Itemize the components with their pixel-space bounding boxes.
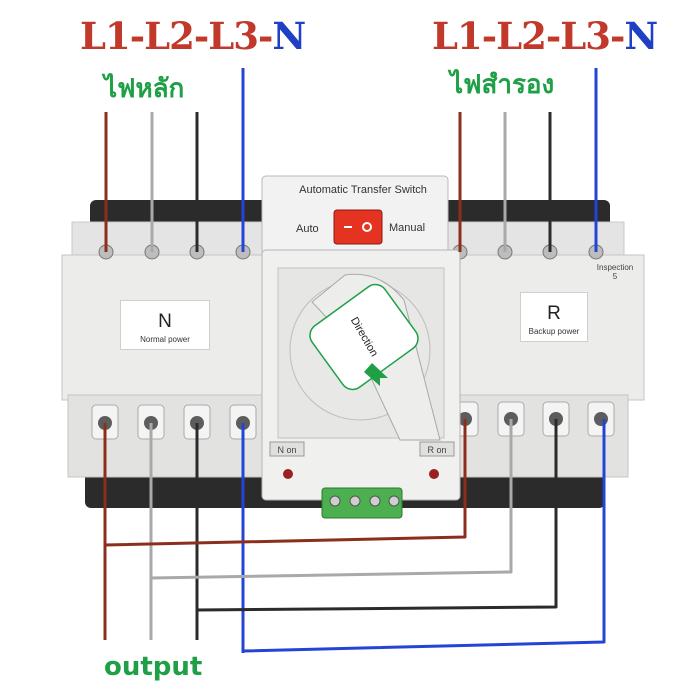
wire-l1-crosslink <box>104 419 467 547</box>
switch-ring-icon <box>362 222 372 232</box>
normal-power-caption: Normal power <box>140 335 190 344</box>
left-phase-header: L1-L2-L3-N <box>80 14 306 58</box>
bottom-terminals-left <box>91 404 257 440</box>
switch-title: Automatic Transfer Switch <box>299 184 427 196</box>
r-on-label: R on <box>427 445 446 455</box>
auto-label: Auto <box>296 223 319 235</box>
n-on-label: N on <box>277 445 296 455</box>
inspection-number: 5 <box>612 272 618 281</box>
normal-power-card: N Normal power <box>120 300 210 350</box>
wiring <box>103 68 606 653</box>
handle-label-strip <box>309 283 419 391</box>
output-label: output <box>104 652 203 682</box>
inspection-label: Inspection <box>596 263 634 272</box>
left-source-label: ไฟหลัก <box>104 74 185 104</box>
wire-n-crosslink <box>242 419 606 653</box>
control-terminal-screws <box>329 495 400 507</box>
auto-manual-switch[interactable] <box>333 209 383 245</box>
right-phase-header: L1-L2-L3-N <box>432 14 658 58</box>
normal-power-letter: N <box>158 311 172 332</box>
manual-label: Manual <box>389 222 426 234</box>
wire-l2-crosslink <box>150 419 513 580</box>
n-on-label-box <box>269 441 305 457</box>
backup-power-card: R Backup power <box>520 292 588 342</box>
control-terminal-block <box>321 487 403 519</box>
backup-power-letter: R <box>547 303 561 324</box>
direction-arrow-icon <box>364 363 388 386</box>
r-on-label-box <box>419 441 455 457</box>
backup-power-caption: Backup power <box>528 327 580 336</box>
inspection-sticker: Inspection 5 <box>590 263 640 281</box>
right-source-label: ไฟสำรอง <box>450 70 555 100</box>
right-indicator-led <box>429 469 439 479</box>
wire-l3-crosslink <box>196 419 558 612</box>
left-indicator-led <box>283 469 293 479</box>
